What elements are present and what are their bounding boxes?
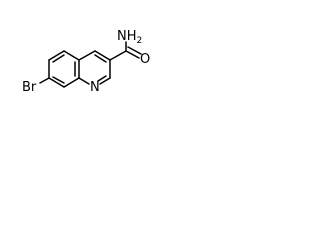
bromine-label: Br [22, 80, 37, 95]
bond-c8a-c4a [63, 77, 80, 88]
ring-nitrogen-label: N [90, 80, 100, 95]
bond-carbonyl-o [125, 50, 140, 59]
bond-c5-c4 [78, 50, 96, 61]
bond-carbonyl-o-double [127, 46, 142, 55]
bond-c6-c7-double [52, 54, 65, 63]
bond-n1-c4a [78, 77, 90, 85]
bond-c4-c3-double [94, 54, 107, 63]
bond-c5-c6 [63, 50, 80, 61]
molecule-structure-diagram: Br N NH2 O [22, 29, 150, 95]
bond-c6-c7 [48, 50, 65, 61]
bond-c2-n1 [99, 77, 111, 85]
bond-c8-c8a [48, 77, 65, 88]
bond-c7-br [39, 77, 50, 84]
amide-nh2-subscript: 2 [137, 36, 143, 46]
bond-c2-n1-double [97, 75, 107, 82]
bond-c8-c8a-double [52, 76, 65, 84]
bond-c4-c3 [94, 50, 111, 61]
bond-c3-carbonyl [109, 50, 127, 61]
bond-lines [39, 41, 142, 88]
amide-nitrogen-label: NH2 [117, 29, 142, 46]
amide-oxygen-label: O [140, 52, 150, 67]
atom-labels: Br N NH2 O [22, 29, 150, 95]
